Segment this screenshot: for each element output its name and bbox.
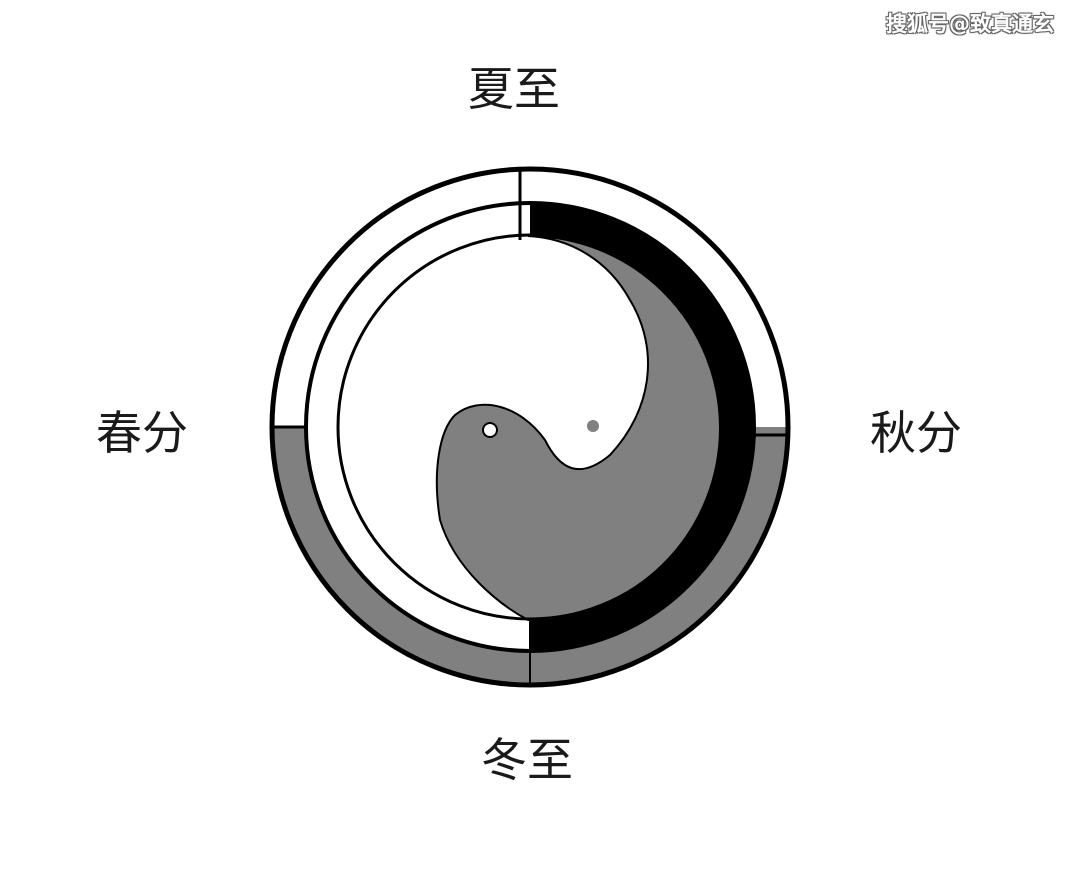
white-dot [482,422,498,438]
inner-ring-right-black [530,203,754,651]
gray-dot [587,420,599,432]
gray-swirl [435,235,721,622]
outer-ring [272,169,788,685]
label-summer-solstice: 夏至 [468,62,560,116]
inner-ring [306,203,754,651]
label-spring-equinox: 春分 [96,406,188,460]
outer-ring-bottom-gray [272,427,788,685]
watermark: 搜狐号@致真通玄 [886,12,1054,36]
label-winter-solstice: 冬至 [481,733,573,787]
label-autumn-equinox: 秋分 [870,406,962,460]
inner-ring-left-white [306,203,530,651]
outer-ring-top-white [272,169,788,427]
